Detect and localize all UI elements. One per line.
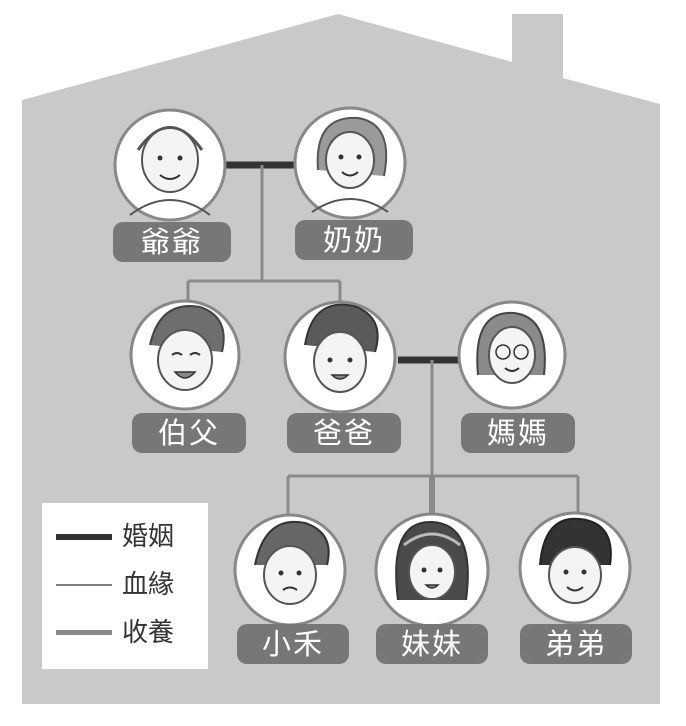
- portrait-grandma: [293, 106, 407, 220]
- legend-blood-swatch: [56, 584, 112, 586]
- legend: 婚姻 血緣 收養: [42, 503, 208, 669]
- legend-marriage-swatch: [56, 534, 112, 540]
- portrait-brother: [518, 511, 632, 625]
- label-grandpa: 爺爺: [113, 222, 231, 262]
- legend-marriage: 婚姻: [42, 517, 208, 557]
- portrait-xiaohe: [233, 513, 347, 627]
- label-dad: 爸爸: [287, 413, 401, 453]
- legend-adoption-label: 收養: [122, 618, 175, 648]
- legend-blood: 血緣: [42, 565, 208, 605]
- blood-lines-generation-2: [186, 165, 342, 302]
- portrait-grandpa: [113, 108, 227, 222]
- legend-adoption-swatch: [56, 630, 112, 635]
- label-sister: 妹妹: [376, 624, 488, 664]
- label-brother: 弟弟: [520, 624, 632, 664]
- label-uncle: 伯父: [132, 413, 246, 453]
- portrait-uncle: [129, 299, 241, 411]
- portrait-mom: [457, 300, 567, 410]
- portrait-dad: [283, 300, 397, 414]
- label-grandma: 奶奶: [295, 220, 413, 260]
- label-mom: 媽媽: [461, 413, 575, 453]
- legend-adoption: 收養: [42, 613, 208, 653]
- portrait-sister: [374, 512, 490, 628]
- legend-marriage-label: 婚姻: [122, 522, 175, 552]
- label-xiaohe: 小禾: [237, 624, 349, 664]
- legend-blood-label: 血緣: [122, 570, 175, 600]
